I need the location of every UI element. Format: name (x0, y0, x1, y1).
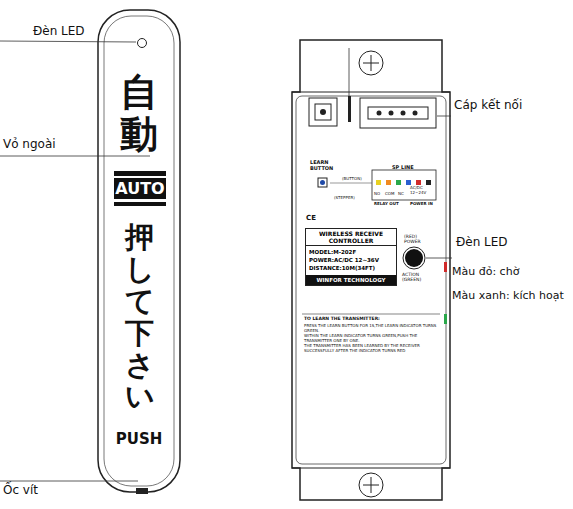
sp-line-block (372, 170, 436, 200)
callout-label: Đèn LED (456, 236, 508, 250)
panel-marking: WITHIN THE LEARN INDICATOR TURNS GREEN,P… (304, 334, 440, 343)
inner-rim (104, 16, 174, 486)
callout-label: Màu đỏ: chờ (452, 266, 519, 279)
learn-socket (309, 98, 337, 126)
green-mark (444, 314, 447, 324)
receiver-housing (292, 40, 450, 500)
panel-marking: (BUTTON) (342, 177, 362, 182)
terminal-block (360, 98, 436, 128)
bar (114, 202, 166, 206)
callout-label: Vỏ ngoài (3, 138, 56, 152)
cable (348, 96, 351, 122)
status-led (405, 249, 423, 267)
callout-label: Màu xanh: kích hoạt (452, 290, 564, 303)
brand-band: WINFOR TECHNOLOGY (306, 275, 396, 285)
plate-title: WIRELESS RECEIVE CONTROLLER (306, 229, 396, 246)
screw (359, 51, 383, 75)
screw (359, 473, 383, 497)
panel-marking: AC/DC 12~24V (410, 186, 432, 195)
panel-marking: CE (306, 214, 316, 222)
panel-marking: COM (385, 192, 394, 197)
leader-line (0, 41, 136, 42)
plate-spec: MODEL:M-202F (306, 248, 396, 256)
brand-text: WINFOR TECHNOLOGY (306, 275, 396, 285)
push-plate: 自動押して下さい PUSH AUTO (98, 10, 180, 492)
screw (136, 488, 148, 494)
vertical-japanese: 押して下さい (125, 222, 154, 413)
edge (292, 92, 450, 93)
panel-marking: LEARN BUTTON (310, 160, 336, 172)
push-text: PUSH (98, 430, 180, 448)
leader-line (426, 258, 452, 259)
led (138, 39, 147, 48)
vertical-japanese: 自動 (120, 72, 158, 156)
panel-marking: THE TRANSMITTER HAS BEEN LEARNED BY THE … (304, 344, 440, 353)
panel-marking: (RED) POWER (404, 234, 426, 244)
leader-line (0, 481, 138, 482)
leader-line (437, 116, 451, 117)
panel-marking: TO LEARN THE TRANSMITTER: (304, 316, 380, 321)
plate-spec: POWER:AC/DC 12~36V (306, 256, 396, 264)
panel-marking: RELAY OUT (374, 202, 399, 207)
panel-marking: NO (374, 192, 380, 197)
auto-text: AUTO (114, 178, 166, 199)
label-plate: WIRELESS RECEIVE CONTROLLER MODEL:M-202FP… (305, 228, 397, 286)
edge (292, 468, 450, 469)
bar (114, 171, 166, 176)
panel-marking: (STEPPER) (334, 196, 355, 201)
outer-shell (98, 10, 180, 492)
panel-marking: SP LINE (392, 165, 414, 171)
callout-label: Ốc vít (3, 484, 38, 498)
panel-marking: POWER IN (410, 202, 433, 207)
leader-line (0, 156, 150, 157)
auto-band: AUTO (114, 178, 166, 199)
panel-marking: PRESS THE LEARN BUTTON FOR 1S,THE LEARN … (304, 324, 440, 333)
panel-marking: ACTION (GREEN) (402, 272, 426, 282)
plate-spec: DISTANCE:10M(34FT) (306, 264, 396, 272)
callout-label: Cáp kết nối (454, 99, 522, 113)
inner-panel (296, 96, 446, 464)
leader-line (349, 48, 350, 96)
callout-label: Đèn LED (33, 25, 85, 39)
red-mark (444, 262, 447, 272)
panel-marking: NC (398, 192, 404, 197)
